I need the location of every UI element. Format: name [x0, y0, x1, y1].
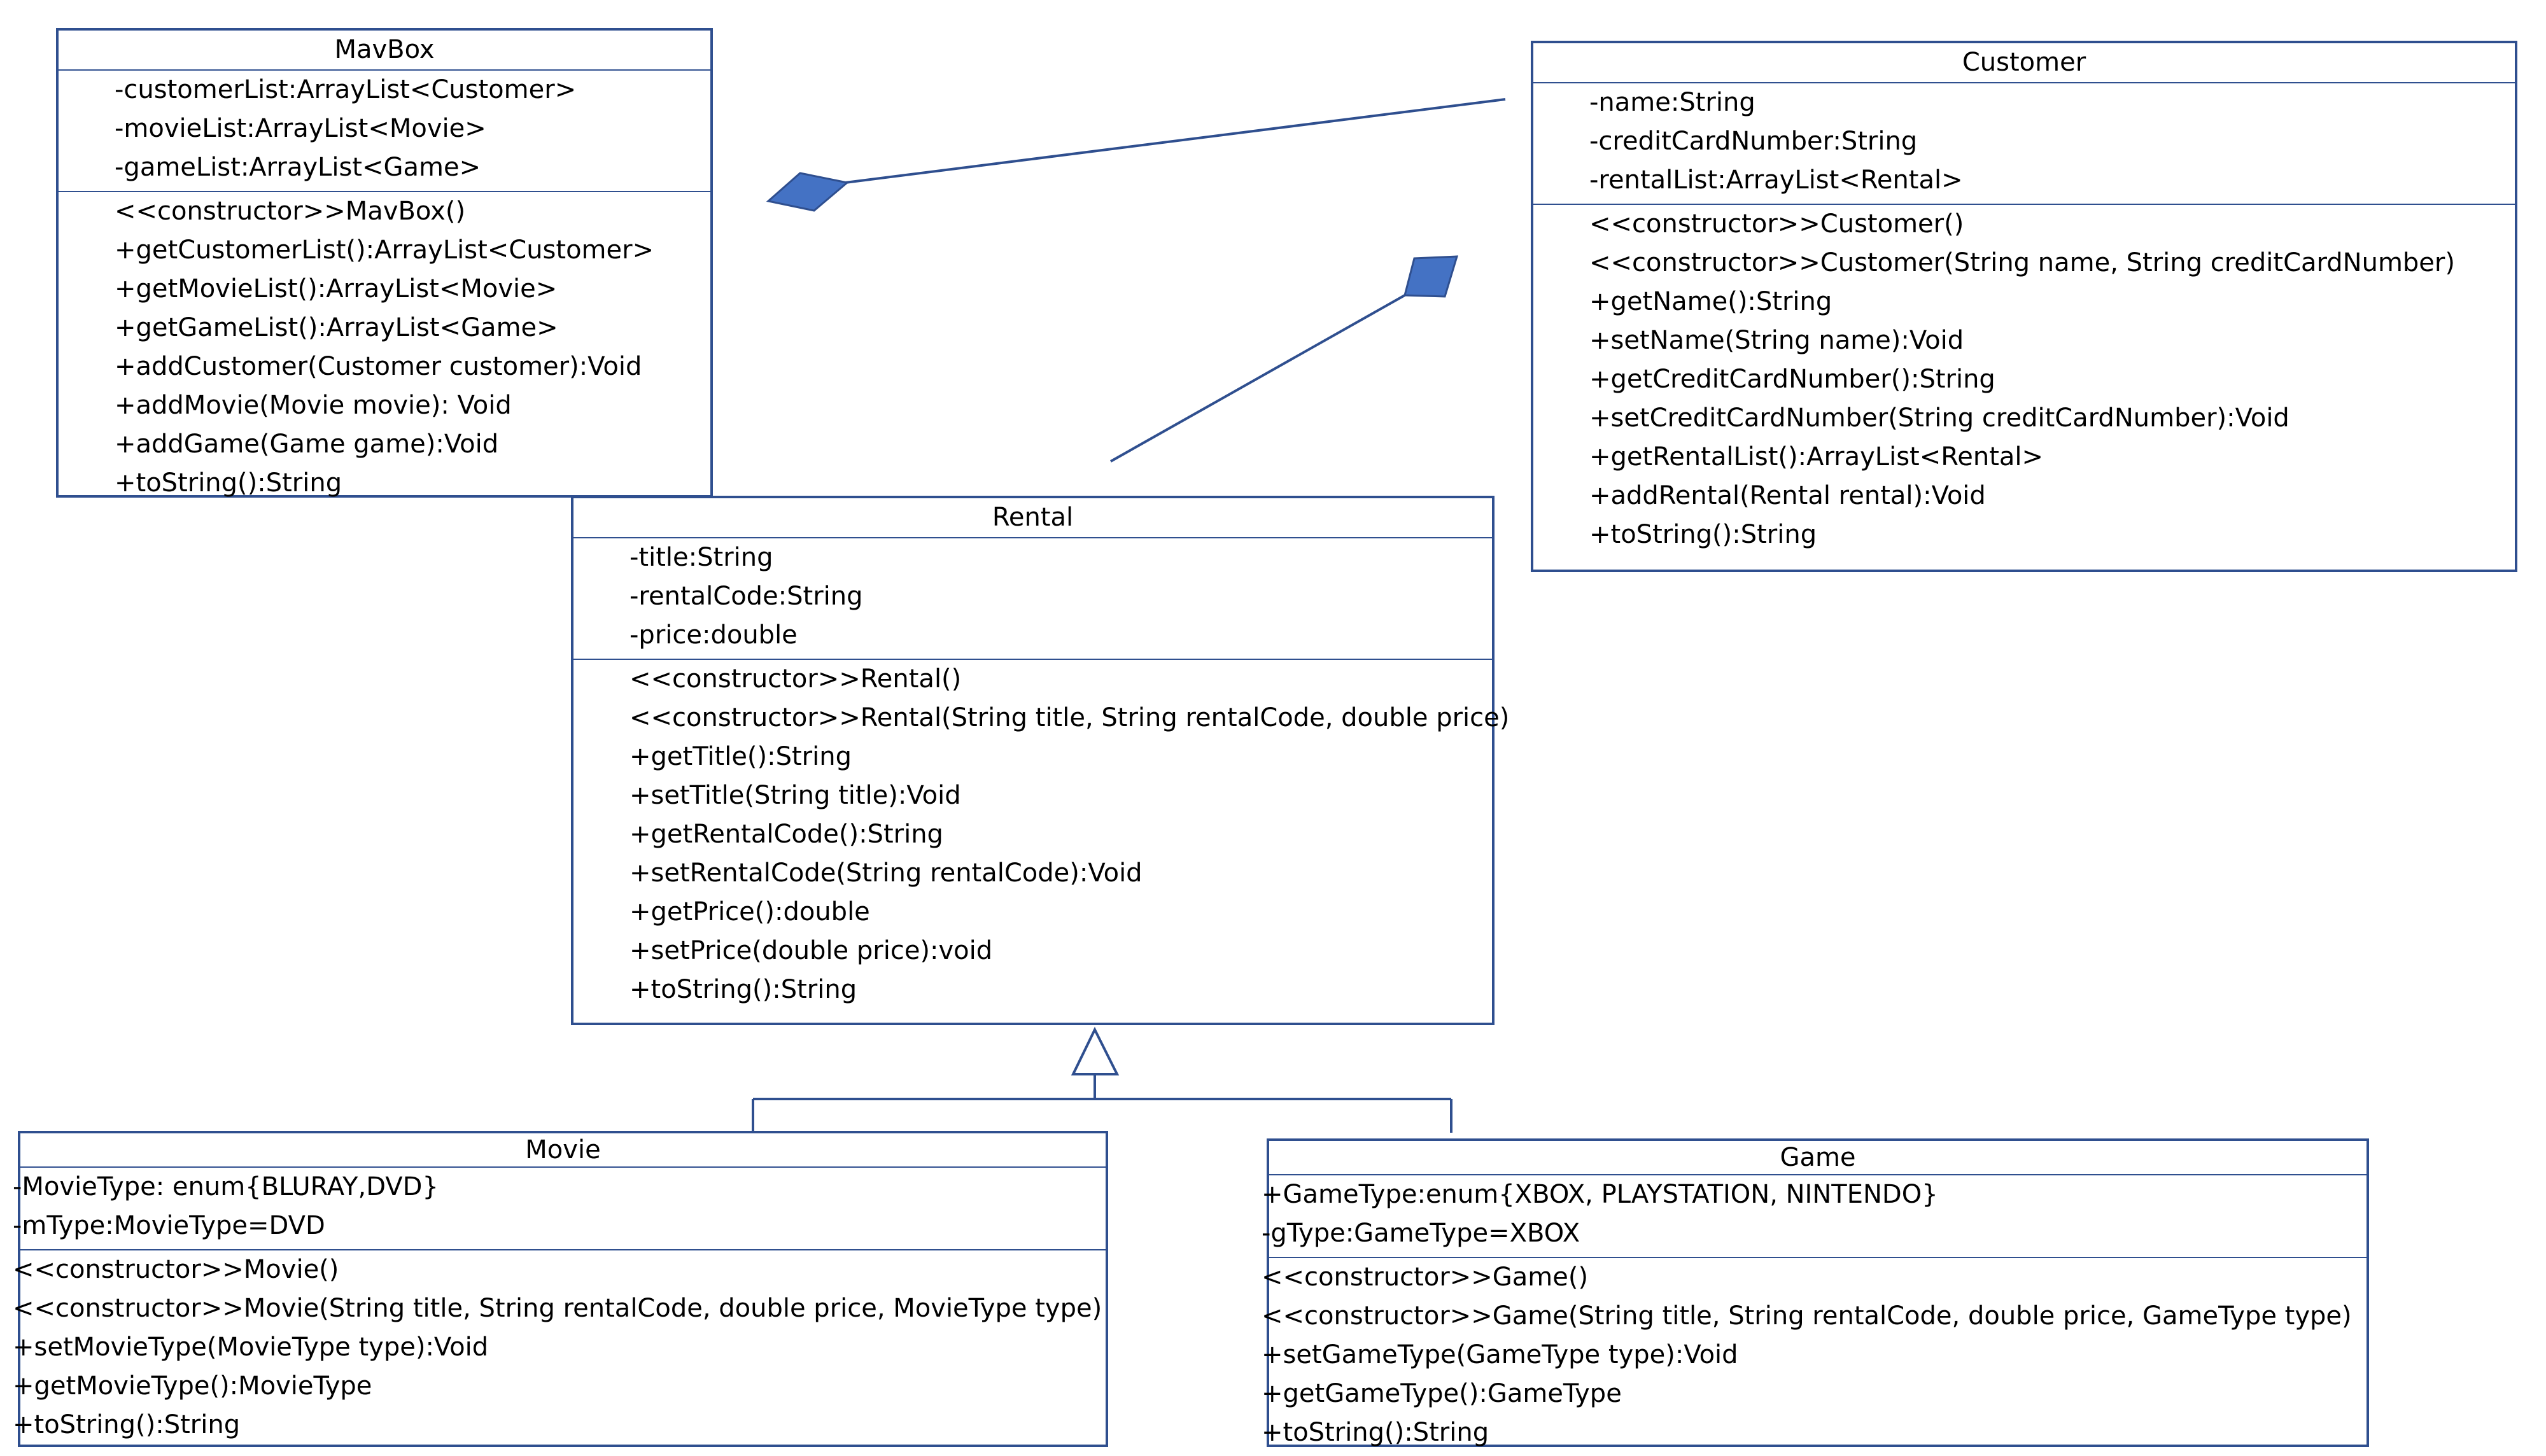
- class-rental-name: Rental: [573, 498, 1492, 538]
- class-rental-method: +getTitle():String: [629, 742, 852, 771]
- class-movie-attributes: -MovieType: enum{BLURAY,DVD} -mType:Movie…: [13, 1168, 1106, 1250]
- class-customer-method: +addRental(Rental rental):Void: [1589, 481, 1986, 510]
- class-game-method: +getGameType():GameType: [1262, 1379, 1622, 1408]
- class-customer-attributes: -name:String -creditCardNumber:String -ren…: [1533, 83, 2515, 205]
- class-movie-method: +setMovieType(MovieType type):Void: [13, 1333, 489, 1362]
- class-mavbox-method: +addMovie(Movie movie): Void: [115, 391, 512, 420]
- class-movie-attribute: -MovieType: enum{BLURAY,DVD}: [13, 1172, 439, 1201]
- class-movie-attribute: -mType:MovieType=DVD: [13, 1211, 325, 1240]
- class-rental-method: <<constructor>>Rental(String title, Stri…: [629, 703, 1510, 732]
- class-mavbox-method: +addCustomer(Customer customer):Void: [115, 352, 642, 381]
- class-game-attributes: +GameType:enum{XBOX, PLAYSTATION, NINTEN…: [1262, 1175, 2367, 1258]
- class-customer-method: +getName():String: [1589, 287, 1832, 316]
- class-customer-method: <<constructor>>Customer(String name, Str…: [1589, 248, 2455, 277]
- class-rental: Rental -title:String -rentalCode:String -p…: [571, 496, 1510, 1025]
- class-rental-method: +setTitle(String title):Void: [629, 781, 961, 810]
- class-mavbox-attributes: -customerList:ArrayList<Customer> -movieL…: [59, 71, 710, 192]
- class-customer-method: <<constructor>>Customer(): [1589, 209, 1964, 239]
- class-customer-methods: <<constructor>>Customer() <<constructor>>…: [1533, 205, 2515, 558]
- class-customer-name: Customer: [1533, 43, 2515, 83]
- class-mavbox-method: +getMovieList():ArrayList<Movie>: [115, 274, 558, 304]
- class-game-method: +toString():String: [1262, 1418, 1489, 1447]
- class-game-methods: <<constructor>>Game() <<constructor>>Game…: [1262, 1258, 2367, 1456]
- class-movie-method: <<constructor>>Movie(String title, Strin…: [13, 1294, 1102, 1323]
- class-game-attribute: -gType:GameType=XBOX: [1262, 1219, 1580, 1248]
- class-mavbox: MavBox -customerList:ArrayList<Customer>…: [56, 28, 713, 498]
- class-mavbox-name: MavBox: [59, 31, 710, 71]
- class-mavbox-method: +getGameList():ArrayList<Game>: [115, 313, 558, 342]
- class-customer-method: +setName(String name):Void: [1589, 326, 1964, 355]
- class-game-method: +setGameType(GameType type):Void: [1262, 1340, 1738, 1369]
- class-rental-attributes: -title:String -rentalCode:String -price:do…: [573, 538, 1492, 660]
- class-game-attribute: +GameType:enum{XBOX, PLAYSTATION, NINTEN…: [1262, 1180, 1938, 1209]
- inheritance-triangle-icon: [1071, 1026, 1120, 1075]
- class-customer-method: +setCreditCardNumber(String creditCardNu…: [1589, 403, 2289, 433]
- class-game: Game +GameType:enum{XBOX, PLAYSTATION, N…: [1262, 1138, 2369, 1447]
- class-customer-attribute: -rentalList:ArrayList<Rental>: [1589, 165, 1963, 195]
- class-customer-method: +getCreditCardNumber():String: [1589, 365, 1995, 394]
- mavbox-composition-diamond-icon: [766, 172, 850, 212]
- class-rental-method: <<constructor>>Rental(): [629, 664, 962, 694]
- class-customer-method: +toString():String: [1589, 520, 1817, 549]
- class-game-method: <<constructor>>Game(): [1262, 1263, 1589, 1292]
- class-customer-attribute: -name:String: [1589, 88, 1755, 117]
- class-mavbox-method: +toString():String: [115, 468, 342, 498]
- class-movie-name: Movie: [20, 1133, 1106, 1168]
- class-rental-method: +setPrice(double price):void: [629, 936, 993, 965]
- class-rental-method: +getRentalCode():String: [629, 820, 943, 849]
- class-movie-method: +getMovieType():MovieType: [13, 1371, 372, 1401]
- class-rental-attribute: -price:double: [629, 620, 798, 650]
- class-mavbox-method: +getCustomerList():ArrayList<Customer>: [115, 235, 654, 265]
- class-mavbox-method: <<constructor>>MavBox(): [115, 197, 466, 226]
- class-mavbox-attribute: -customerList:ArrayList<Customer>: [115, 75, 577, 104]
- class-customer-method: +getRentalList():ArrayList<Rental>: [1589, 442, 2044, 472]
- class-rental-attribute: -rentalCode:String: [629, 582, 863, 611]
- class-movie: Movie -MovieType: enum{BLURAY,DVD} -mType…: [13, 1131, 1108, 1448]
- class-mavbox-methods: <<constructor>>MavBox() +getCustomerList(…: [59, 192, 710, 507]
- class-rental-attribute: -title:String: [629, 543, 773, 572]
- class-customer-attribute: -creditCardNumber:String: [1589, 127, 1918, 156]
- class-customer: Customer -name:String -creditCardNumber:S…: [1531, 41, 2517, 572]
- class-movie-methods: <<constructor>>Movie() <<constructor>>Mov…: [13, 1250, 1106, 1448]
- class-rental-method: +getPrice():double: [629, 897, 870, 927]
- class-movie-method: <<constructor>>Movie(): [13, 1255, 339, 1284]
- class-rental-methods: <<constructor>>Rental() <<constructor>>Re…: [573, 660, 1510, 1013]
- class-game-name: Game: [1269, 1141, 2367, 1175]
- class-rental-method: +setRentalCode(String rentalCode):Void: [629, 858, 1143, 888]
- class-game-method: <<constructor>>Game(String title, String…: [1262, 1301, 2352, 1331]
- mavbox-customer-association-line: [845, 98, 1506, 184]
- customer-composition-diamond-icon: [1403, 255, 1459, 298]
- class-mavbox-method: +addGame(Game game):Void: [115, 430, 499, 459]
- class-mavbox-attribute: -movieList:ArrayList<Movie>: [115, 114, 486, 143]
- class-rental-method: +toString():String: [629, 975, 857, 1004]
- class-movie-method: +toString():String: [13, 1410, 241, 1439]
- customer-rental-association-line: [1110, 294, 1405, 463]
- class-mavbox-attribute: -gameList:ArrayList<Game>: [115, 153, 481, 182]
